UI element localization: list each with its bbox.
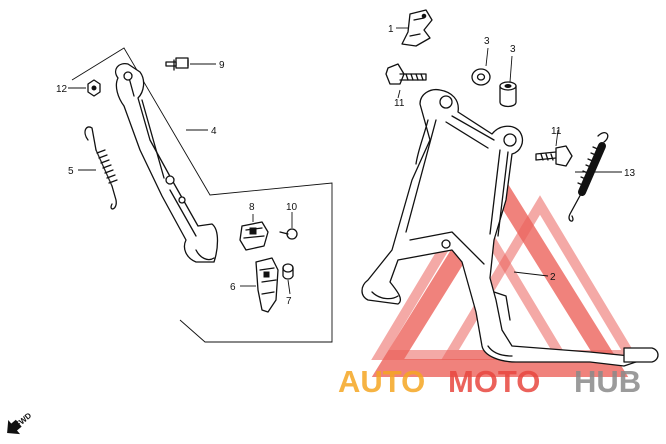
callout-numbers: 1 3 3 11 11 13 2 4 9 12 5 6 7 8 10 [56, 24, 636, 307]
callout-1: 1 [388, 24, 394, 35]
washer-part-3a [471, 68, 491, 86]
watermark-text: AUTO MOTO HUB [338, 364, 641, 399]
callout-6: 6 [230, 282, 236, 293]
callout-3a: 3 [484, 36, 490, 47]
switch-bracket-part-8 [239, 221, 269, 251]
callout-13: 13 [624, 168, 636, 179]
callout-10: 10 [286, 202, 298, 213]
fwd-arrow-icon [7, 419, 22, 435]
callout-4: 4 [211, 126, 217, 137]
leader-lines [68, 27, 622, 295]
watermark-text-moto: MOTO [448, 364, 540, 399]
callout-8: 8 [249, 202, 255, 213]
watermark-text-auto: AUTO [338, 364, 425, 399]
nut-part-12 [87, 79, 101, 97]
callout-2: 2 [550, 272, 556, 283]
stand-switch-part-6 [255, 257, 279, 313]
callout-3b: 3 [510, 44, 516, 55]
bolt-part-11b [535, 145, 573, 167]
collar-part-7 [282, 263, 294, 280]
callout-5: 5 [68, 166, 74, 177]
bolt-part-11a [385, 63, 427, 85]
sidestand-group-outline [71, 47, 333, 343]
callout-12: 12 [56, 84, 68, 95]
mainstand-spring [568, 132, 609, 222]
bolt-part-10 [279, 228, 298, 240]
callout-9: 9 [219, 60, 225, 71]
callout-11b: 11 [551, 126, 562, 137]
collar-part-3b [499, 81, 517, 108]
main-stand [361, 88, 659, 367]
callout-7: 7 [286, 296, 292, 307]
fwd-direction-indicator: FWD [7, 411, 34, 435]
bolt-part-9 [165, 57, 189, 71]
watermark-text-hub: HUB [574, 364, 641, 399]
callout-11a: 11 [394, 98, 405, 109]
side-stand-bar [114, 63, 219, 263]
stopper-part-1 [401, 9, 433, 47]
fwd-label: FWD [14, 411, 34, 430]
sidestand-spring [84, 126, 118, 210]
